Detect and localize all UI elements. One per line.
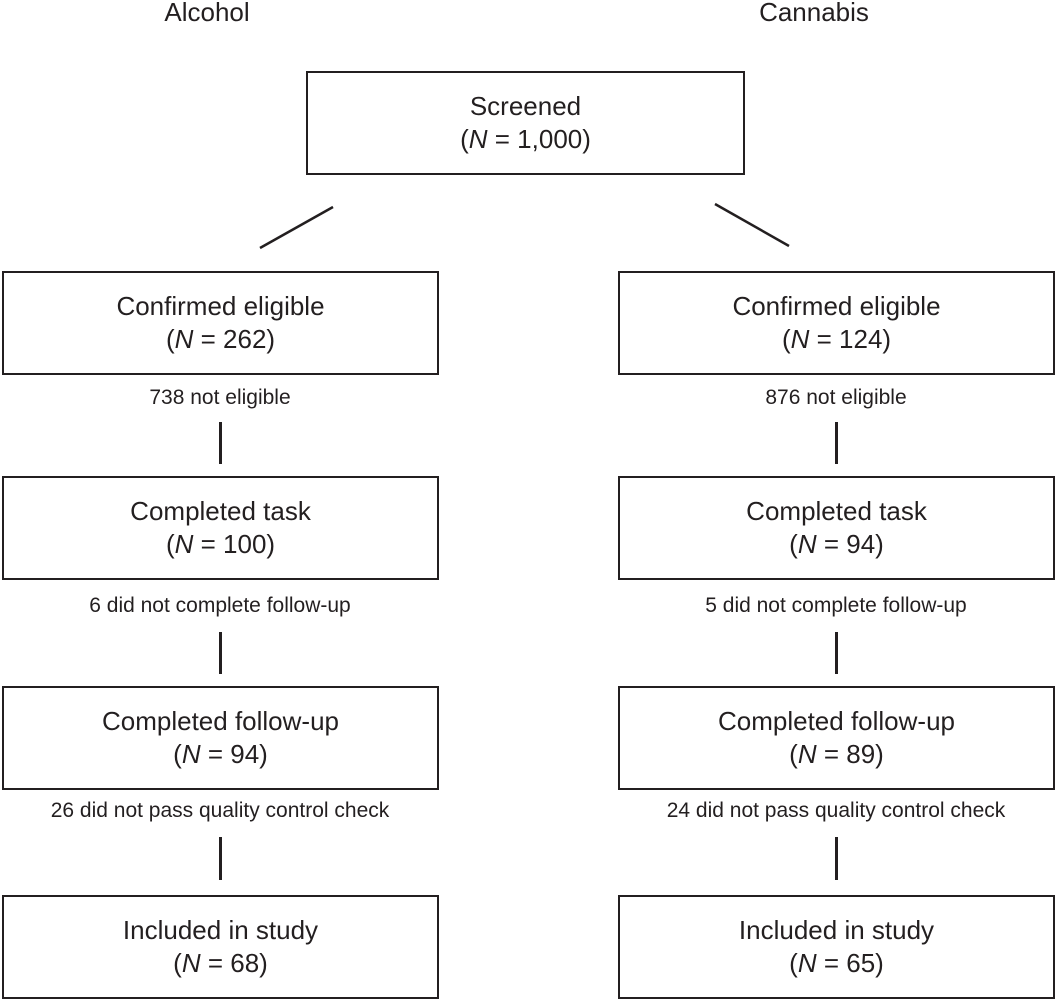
- alcohol-task-box: Completed task (N = 100): [2, 476, 439, 580]
- column-title-cannabis: Cannabis: [759, 0, 869, 27]
- cannabis-included-label: Included in study: [738, 915, 935, 945]
- screened-box: Screened (N = 1,000): [306, 71, 745, 175]
- cannabis-eligible-count: (N = 124): [781, 324, 892, 354]
- alcohol-connector-2: [219, 632, 222, 674]
- cannabis-eligible-label: Confirmed eligible: [732, 291, 941, 321]
- alcohol-eligible-count: (N = 262): [165, 324, 276, 354]
- alcohol-not-eligible-note: 738 not eligible: [149, 386, 291, 409]
- cannabis-task-box: Completed task (N = 94): [618, 476, 1055, 580]
- cannabis-task-label: Completed task: [746, 496, 927, 526]
- alcohol-included-box: Included in study (N = 68): [2, 895, 439, 999]
- cannabis-no-followup-note: 5 did not complete follow-up: [705, 594, 967, 617]
- cannabis-connector-2: [835, 632, 838, 674]
- cannabis-eligible-box: Confirmed eligible (N = 124): [618, 271, 1055, 375]
- alcohol-no-qc-note: 26 did not pass quality control check: [50, 799, 390, 822]
- cannabis-task-count: (N = 94): [789, 529, 884, 559]
- alcohol-eligible-box: Confirmed eligible (N = 262): [2, 271, 439, 375]
- cannabis-followup-count: (N = 89): [789, 739, 884, 769]
- alcohol-task-label: Completed task: [130, 496, 311, 526]
- cannabis-followup-label: Completed follow-up: [717, 706, 955, 736]
- screened-count: (N = 1,000): [460, 124, 591, 154]
- alcohol-included-label: Included in study: [122, 915, 319, 945]
- cannabis-included-box: Included in study (N = 65): [618, 895, 1055, 999]
- alcohol-connector-3: [219, 837, 222, 880]
- connector-to-alcohol: [259, 205, 334, 250]
- alcohol-included-count: (N = 68): [173, 948, 268, 978]
- cannabis-connector-1: [835, 422, 838, 464]
- cannabis-followup-box: Completed follow-up (N = 89): [618, 686, 1055, 790]
- alcohol-followup-label: Completed follow-up: [101, 706, 339, 736]
- cannabis-connector-3: [835, 837, 838, 880]
- screened-label: Screened: [469, 91, 582, 121]
- column-title-alcohol: Alcohol: [164, 0, 250, 27]
- alcohol-connector-1: [219, 422, 222, 464]
- alcohol-followup-box: Completed follow-up (N = 94): [2, 686, 439, 790]
- alcohol-task-count: (N = 100): [165, 529, 276, 559]
- cannabis-not-eligible-note: 876 not eligible: [765, 386, 907, 409]
- alcohol-followup-count: (N = 94): [173, 739, 268, 769]
- cannabis-no-qc-note: 24 did not pass quality control check: [666, 799, 1006, 822]
- cannabis-included-count: (N = 65): [789, 948, 884, 978]
- alcohol-no-followup-note: 6 did not complete follow-up: [89, 594, 351, 617]
- connector-to-cannabis: [714, 202, 790, 248]
- alcohol-eligible-label: Confirmed eligible: [116, 291, 325, 321]
